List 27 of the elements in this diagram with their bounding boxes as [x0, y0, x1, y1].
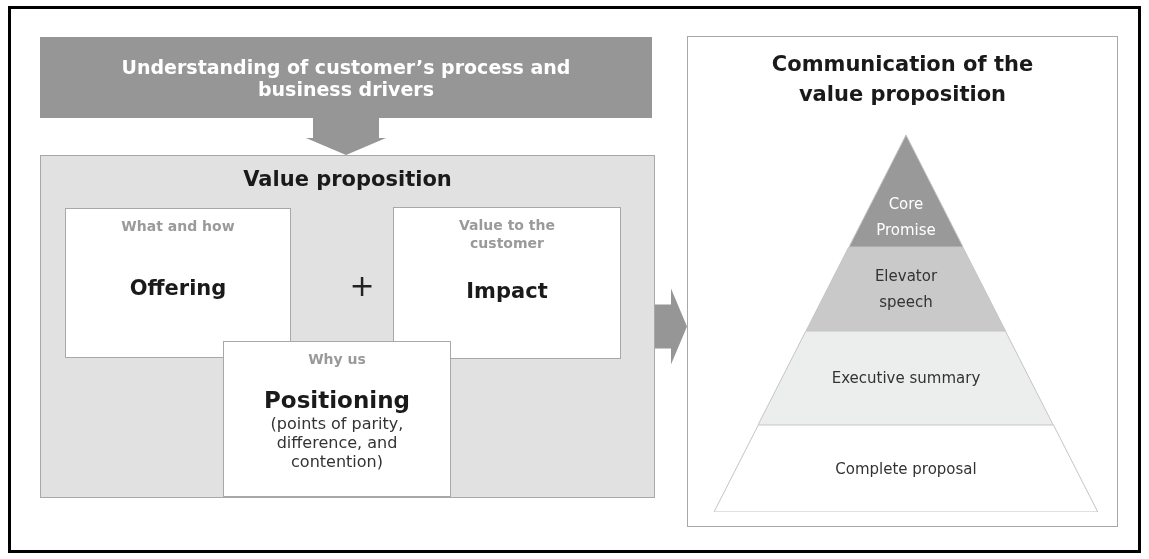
- box-title: Offering: [129, 275, 227, 301]
- tier-label: Executive summary: [831, 368, 981, 389]
- content-box: [65, 208, 291, 358]
- plus-sign: +: [348, 271, 376, 301]
- subtitle: What and how: [121, 217, 235, 235]
- tier-label: Elevator speech: [873, 266, 939, 313]
- box-title: Positioning: [264, 386, 410, 414]
- description-text: (points of parity, difference, and contention): [269, 414, 405, 471]
- panel-title: Value proposition: [243, 166, 452, 192]
- pyramid-tier: [849, 135, 963, 247]
- block-arrow: [655, 288, 687, 365]
- subtitle: Why us: [308, 350, 366, 368]
- block-arrow: [306, 118, 386, 155]
- tier-label: Complete proposal: [835, 458, 977, 480]
- subtitle: Value to the customer: [458, 216, 556, 252]
- group-panel: [40, 155, 655, 498]
- pyramid-tier: [714, 425, 1098, 512]
- panel-box: [687, 36, 1118, 527]
- banner-box: [40, 37, 652, 118]
- panel-title: Communication of the value proposition: [770, 51, 1035, 108]
- content-box: [223, 341, 451, 497]
- tier-label: Core Promise: [875, 194, 937, 241]
- pyramid-tier: [758, 331, 1054, 425]
- banner-title: Understanding of customer’s process and business drivers: [120, 55, 572, 100]
- content-box: [393, 207, 621, 359]
- box-title: Impact: [466, 278, 548, 304]
- pyramid-tier: [806, 247, 1006, 331]
